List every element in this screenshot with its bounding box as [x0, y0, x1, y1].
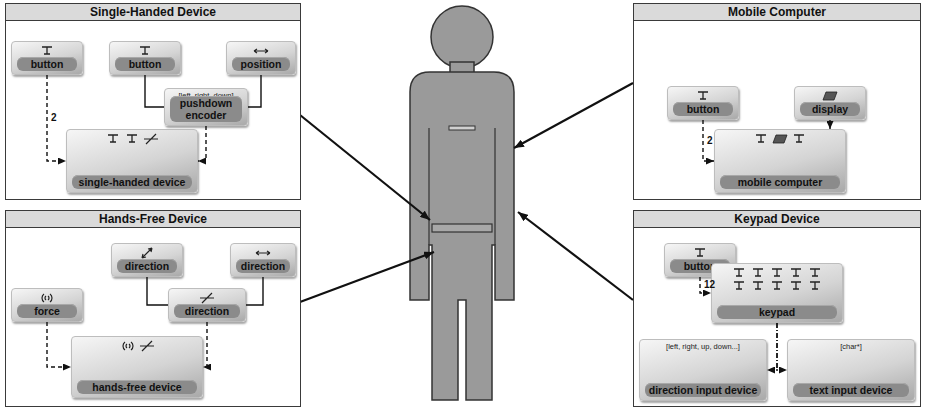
icon-row [688, 90, 718, 102]
device-icon [791, 133, 807, 145]
device-block: button [109, 41, 181, 75]
device-panel: Hands-Free Device direction direction force… [5, 210, 301, 407]
device-icon [139, 247, 155, 259]
device-icon [137, 45, 153, 57]
device-icon [120, 340, 136, 352]
arm-line [429, 128, 495, 245]
device-block: [left, right, down]pushdown encoder [164, 88, 248, 126]
device-panel: Keypad Devicebuttonkeypad[left, right, u… [633, 210, 921, 407]
device-icon [772, 133, 788, 145]
block-label: button [17, 57, 77, 71]
block-label: single-handed device [72, 175, 192, 189]
icon-row [246, 45, 276, 57]
figure-pocket [449, 126, 475, 130]
placement-arrow [300, 115, 430, 220]
icon-row [248, 247, 278, 259]
device-block: direction [230, 243, 296, 277]
device-icon [822, 90, 838, 102]
block-label: direction input device [645, 383, 761, 397]
device-icon [255, 247, 271, 259]
figure-body [410, 72, 514, 400]
device-icon [143, 133, 159, 145]
block-label: mobile computer [720, 175, 840, 189]
device-icon [199, 292, 215, 304]
device-icon [807, 267, 823, 279]
device-icon [753, 133, 769, 145]
figure-head [431, 6, 493, 68]
device-icon [731, 280, 747, 292]
device-icon [692, 247, 708, 259]
edge-label: 12 [704, 279, 715, 290]
placement-arrow [514, 83, 633, 148]
block-label: display [800, 102, 860, 116]
device-block: force [11, 288, 83, 322]
device-block: button [667, 86, 739, 120]
icon-row [750, 133, 810, 145]
icon-row [731, 267, 823, 292]
block-label: button [115, 57, 175, 71]
device-icon [788, 267, 804, 279]
icon-row [815, 90, 845, 102]
device-block: [left, right, up, down...] direction inpu… [639, 339, 767, 401]
icon-row [132, 247, 162, 259]
block-label: force [17, 304, 77, 318]
device-icon [695, 90, 711, 102]
device-block: single-handed device [66, 129, 198, 193]
block-label: direction [174, 304, 240, 318]
device-block: [char*] text input device [787, 339, 915, 401]
device-panel: Mobile Computer button display mobile compu… [633, 3, 921, 200]
placement-arrow [518, 212, 633, 300]
placement-arrow [300, 252, 434, 302]
device-icon [750, 267, 766, 279]
device-icon [39, 292, 55, 304]
device-block: hands-free device [71, 336, 203, 398]
edge-label: 2 [51, 112, 57, 123]
device-icon [750, 280, 766, 292]
device-icon [105, 133, 121, 145]
panel-title: Keypad Device [634, 211, 920, 228]
block-label: button [673, 102, 733, 116]
block-label: pushdown encoder [170, 96, 242, 122]
block-label: direction [236, 259, 290, 273]
device-panel: Single-Handed Device button button position… [5, 3, 301, 200]
icon-row [130, 45, 160, 57]
block-label: text input device [793, 383, 909, 397]
icon-row [32, 292, 62, 304]
value-range: [char*] [803, 342, 899, 351]
icon-row [32, 45, 62, 57]
device-icon [139, 340, 155, 352]
device-icon [731, 267, 747, 279]
device-block: display [794, 86, 866, 120]
device-icon [769, 280, 785, 292]
device-icon [788, 280, 804, 292]
figure-belt [432, 224, 492, 232]
block-label: hands-free device [77, 380, 197, 394]
device-icon [124, 133, 140, 145]
panel-title: Single-Handed Device [6, 4, 300, 21]
device-icon [39, 45, 55, 57]
icon-row [112, 340, 162, 352]
device-block: mobile computer [714, 129, 846, 193]
block-label: direction [117, 259, 177, 273]
device-block: button [11, 41, 83, 75]
device-icon [253, 45, 269, 57]
panel-title: Mobile Computer [634, 4, 920, 21]
device-icon [807, 280, 823, 292]
value-range: [left, right, up, down...] [655, 342, 751, 351]
device-block: direction [111, 243, 183, 277]
device-block: keypad [711, 263, 843, 323]
block-label: position [232, 57, 290, 71]
device-icon [769, 267, 785, 279]
icon-row [102, 133, 162, 145]
block-label: keypad [717, 305, 837, 319]
icon-row [192, 292, 222, 304]
device-block: direction [168, 288, 246, 322]
device-block: position [226, 41, 296, 75]
panel-title: Hands-Free Device [6, 211, 300, 228]
edge-label: 2 [707, 135, 713, 146]
icon-row [685, 247, 715, 259]
